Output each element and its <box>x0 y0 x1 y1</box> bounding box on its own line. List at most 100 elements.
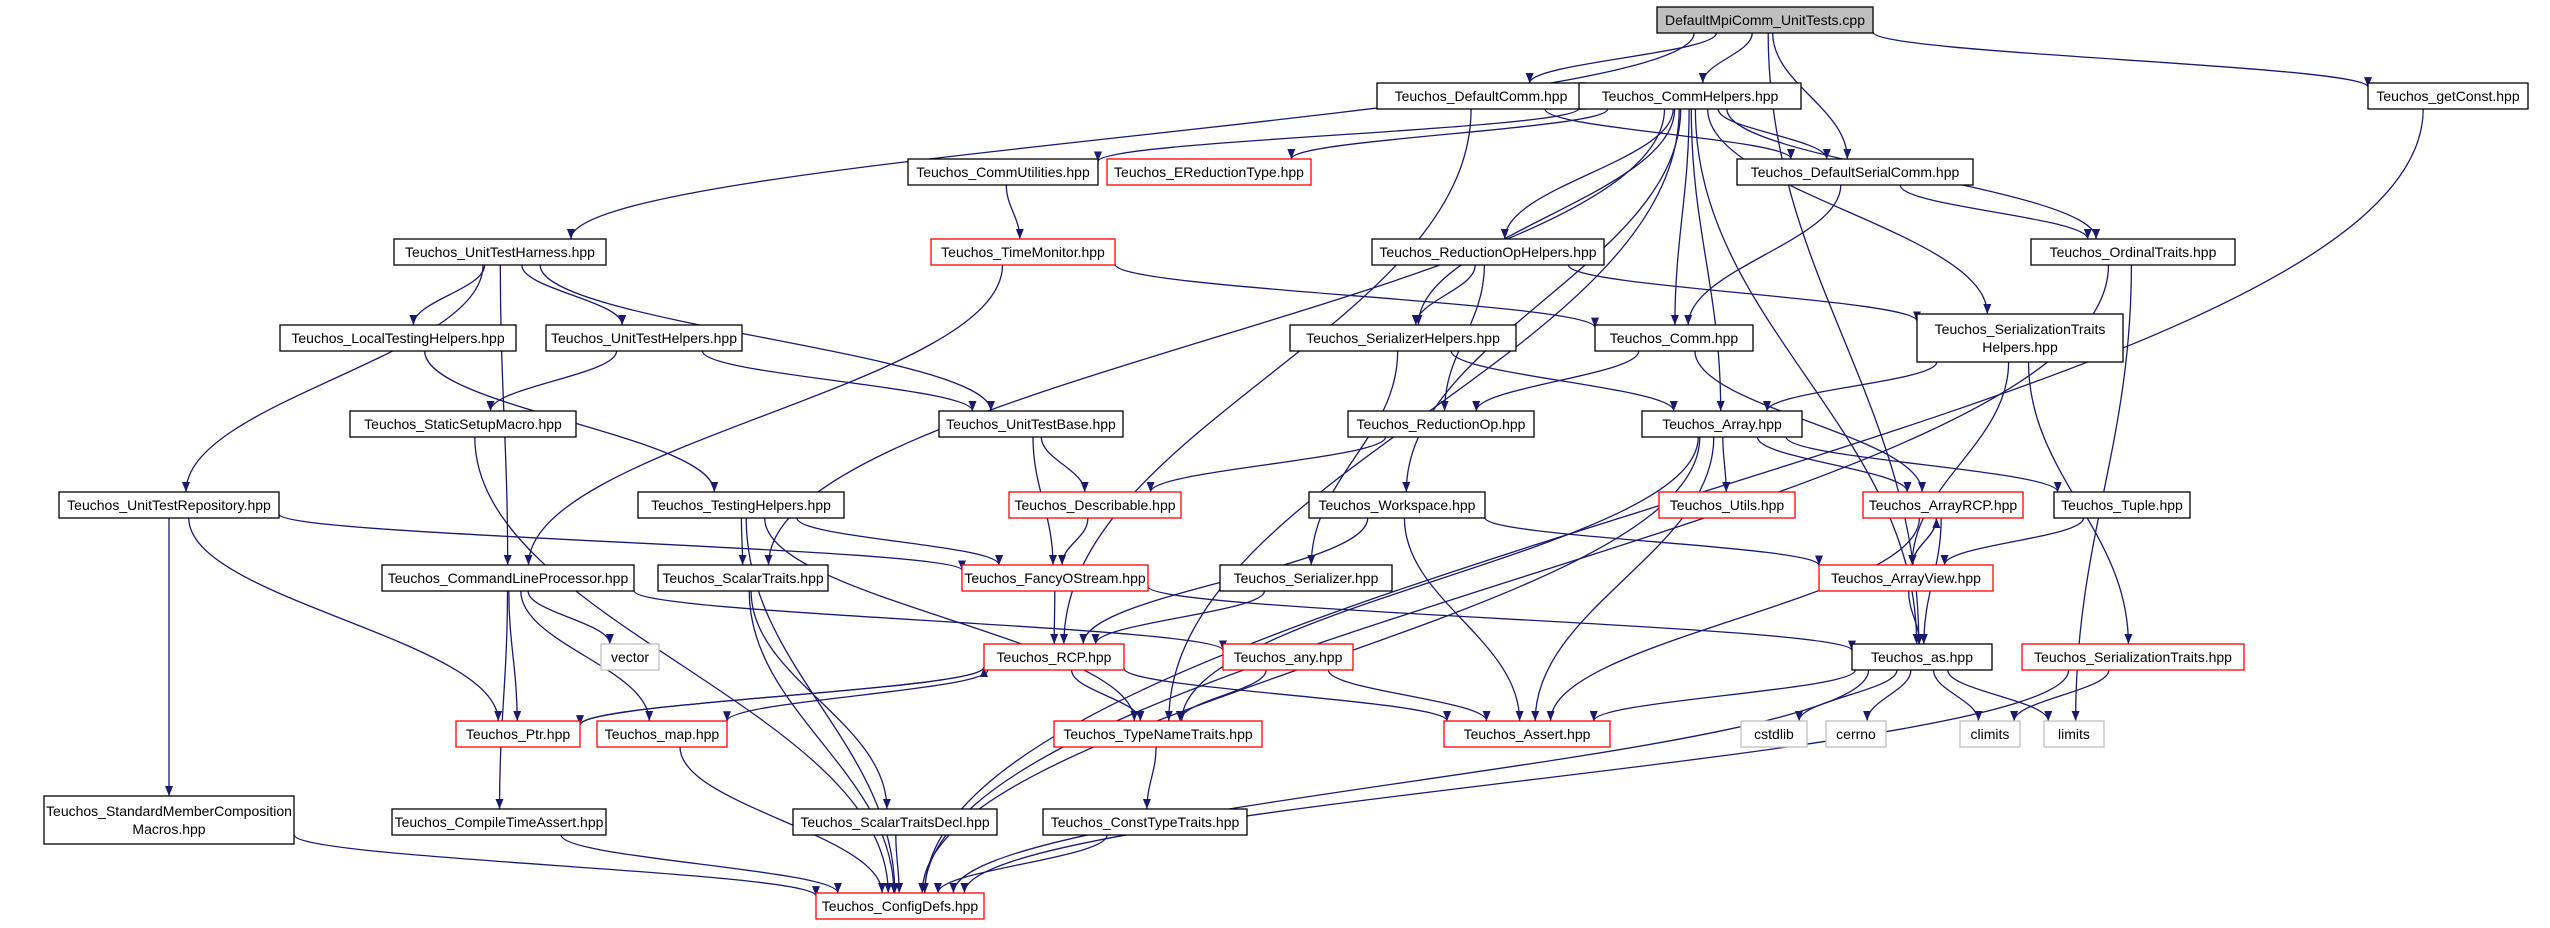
edge-line <box>567 32 1695 240</box>
edge-line <box>182 264 484 493</box>
edge-map-to-configdefs <box>679 746 886 894</box>
node-comm[interactable]: Teuchos_Comm.hpp <box>1594 324 1754 352</box>
edge-sertraits-to-configdefs <box>960 669 2070 894</box>
edge-line <box>1307 350 1399 566</box>
edge-line <box>1050 590 1059 645</box>
node-unittestbase[interactable]: Teuchos_UnitTestBase.hpp <box>938 410 1124 438</box>
node-defserialcomm[interactable]: Teuchos_DefaultSerialComm.hpp <box>1736 158 1974 186</box>
node-map[interactable]: Teuchos_map.hpp <box>596 720 728 748</box>
node-reductionophelpers[interactable]: Teuchos_ReductionOpHelpers.hpp <box>1371 238 1605 266</box>
node-assert[interactable]: Teuchos_Assert.hpp <box>1443 720 1611 748</box>
node-box <box>637 491 845 519</box>
node-serializerhelpers[interactable]: Teuchos_SerializerHelpers.hpp <box>1289 324 1517 352</box>
node-commutil[interactable]: Teuchos_CommUtilities.hpp <box>907 158 1099 186</box>
node-describable[interactable]: Teuchos_Describable.hpp <box>1008 491 1182 519</box>
edge-line <box>188 517 503 722</box>
edge-line <box>1411 264 1476 326</box>
node-array[interactable]: Teuchos_Array.hpp <box>1641 410 1803 438</box>
node-climits[interactable]: climits <box>1959 720 2021 748</box>
node-timemonitor[interactable]: Teuchos_TimeMonitor.hpp <box>930 238 1116 266</box>
node-box <box>1862 491 2024 519</box>
node-compiletimeassert[interactable]: Teuchos_CompileTimeAssert.hpp <box>391 808 607 836</box>
node-cerrno[interactable]: cerrno <box>1825 720 1887 748</box>
edge-line <box>1690 108 1725 412</box>
node-label: Teuchos_TimeMonitor.hpp <box>941 244 1105 260</box>
node-box <box>1916 313 2124 363</box>
node-getconst[interactable]: Teuchos_getConst.hpp <box>2367 82 2529 110</box>
node-utils[interactable]: Teuchos_Utils.hpp <box>1658 491 1796 519</box>
node-sertraits[interactable]: Teuchos_SerializationTraits.hpp <box>2021 643 2245 671</box>
node-cstdlib[interactable]: cstdlib <box>1740 720 1808 748</box>
edge-commhelpers-to-defserialcomm <box>1717 108 1831 160</box>
node-serializer[interactable]: Teuchos_Serializer.hpp <box>1219 564 1393 592</box>
node-staticsetup[interactable]: Teuchos_StaticSetupMacro.hpp <box>349 410 577 438</box>
node-label: Teuchos_Assert.hpp <box>1464 726 1591 742</box>
edge-array-to-arrayrcp <box>1756 436 1912 493</box>
node-box <box>1289 324 1517 352</box>
node-box <box>938 410 1124 438</box>
edge-commhelpers-to-commutil <box>1094 107 1580 163</box>
node-configdefs[interactable]: Teuchos_ConfigDefs.hpp <box>815 892 985 920</box>
edge-array-to-assert <box>1531 436 1715 722</box>
node-label-line: Teuchos_SerializationTraits <box>1935 321 2106 337</box>
edge-defserialcomm-to-ordinaltraits <box>1899 184 2092 240</box>
edge-line <box>1531 436 1715 722</box>
node-stdmember[interactable]: Teuchos_StandardMemberCompositionMacros.… <box>43 795 295 845</box>
node-scalartraitsdecl[interactable]: Teuchos_ScalarTraitsDecl.hpp <box>792 808 998 836</box>
edge-line <box>1525 32 1718 84</box>
node-unittesthelpers[interactable]: Teuchos_UnitTestHelpers.hpp <box>545 324 743 352</box>
edge-reductionophelpers-to-sertraitshelpers <box>1567 264 1921 322</box>
node-consttypetraits[interactable]: Teuchos_ConstTypeTraits.hpp <box>1042 808 1248 836</box>
node-label: Teuchos_UnitTestHelpers.hpp <box>551 330 737 346</box>
node-root[interactable]: DefaultMpiComm_UnitTests.cpp <box>1656 6 1874 34</box>
edge-line <box>796 517 1003 566</box>
node-ereduction[interactable]: Teuchos_EReductionType.hpp <box>1106 158 1312 186</box>
node-box <box>1825 720 1887 748</box>
node-defcomm[interactable]: Teuchos_DefaultComm.hpp <box>1376 82 1586 110</box>
node-box <box>58 491 280 519</box>
edge-cmdline-to-compiletimeassert <box>495 590 509 810</box>
node-as[interactable]: Teuchos_as.hpp <box>1851 643 1993 671</box>
edge-workspace-to-assert <box>1403 517 1524 722</box>
node-arrayview[interactable]: Teuchos_ArrayView.hpp <box>1818 564 1994 592</box>
node-tuple[interactable]: Teuchos_Tuple.hpp <box>2053 491 2191 519</box>
node-workspace[interactable]: Teuchos_Workspace.hpp <box>1308 491 1486 519</box>
edge-stdmember-to-configdefs <box>293 834 820 897</box>
edge-line <box>1287 108 1609 160</box>
edge-line <box>1094 107 1580 163</box>
edge-sertraits-to-climits <box>2010 669 2110 722</box>
edge-line <box>1058 517 1089 566</box>
edge-scalartraits-to-configdefs <box>748 590 898 894</box>
edge-as-to-climits <box>1932 669 1983 722</box>
edge-ptr-to-rcp <box>579 666 988 726</box>
node-any[interactable]: Teuchos_any.hpp <box>1222 643 1354 671</box>
node-ordinaltraits[interactable]: Teuchos_OrdinalTraits.hpp <box>2030 238 2236 266</box>
node-arrayrcp[interactable]: Teuchos_ArrayRCP.hpp <box>1862 491 2024 519</box>
node-fancyostream[interactable]: Teuchos_FancyOStream.hpp <box>961 564 1149 592</box>
edge-serializerhelpers-to-array <box>1450 350 1678 412</box>
edge-sertraitshelpers-to-arrayview <box>1908 361 2010 566</box>
node-vector[interactable]: vector <box>600 643 660 671</box>
node-box <box>596 720 728 748</box>
node-typenametraits[interactable]: Teuchos_TypeNameTraits.hpp <box>1053 720 1263 748</box>
node-testinghelpers[interactable]: Teuchos_TestingHelpers.hpp <box>637 491 845 519</box>
node-localtesting[interactable]: Teuchos_LocalTestingHelpers.hpp <box>279 324 517 352</box>
node-limits[interactable]: limits <box>2043 720 2105 748</box>
edge-testinghelpers-to-typenametraits <box>764 517 1139 722</box>
node-box <box>391 808 607 836</box>
node-reductionop[interactable]: Teuchos_ReductionOp.hpp <box>1347 410 1535 438</box>
node-rcp[interactable]: Teuchos_RCP.hpp <box>983 643 1125 671</box>
node-scalartraits[interactable]: Teuchos_ScalarTraits.hpp <box>657 564 829 592</box>
edge-workspace-to-arrayview <box>1484 517 1823 567</box>
node-unittestharness[interactable]: Teuchos_UnitTestHarness.hpp <box>393 238 607 266</box>
edge-unittestharness-to-unittesthelpers <box>521 264 627 326</box>
edge-line <box>920 264 2110 894</box>
node-ptr[interactable]: Teuchos_Ptr.hpp <box>455 720 581 748</box>
node-box <box>1219 564 1393 592</box>
node-cmdline[interactable]: Teuchos_CommandLineProcessor.hpp <box>381 564 635 592</box>
edge-arrayview-to-arrayrcp <box>1911 517 1941 566</box>
node-commhelpers[interactable]: Teuchos_CommHelpers.hpp <box>1578 82 1802 110</box>
edge-line <box>560 834 842 894</box>
node-unittestrepo[interactable]: Teuchos_UnitTestRepository.hpp <box>58 491 280 519</box>
